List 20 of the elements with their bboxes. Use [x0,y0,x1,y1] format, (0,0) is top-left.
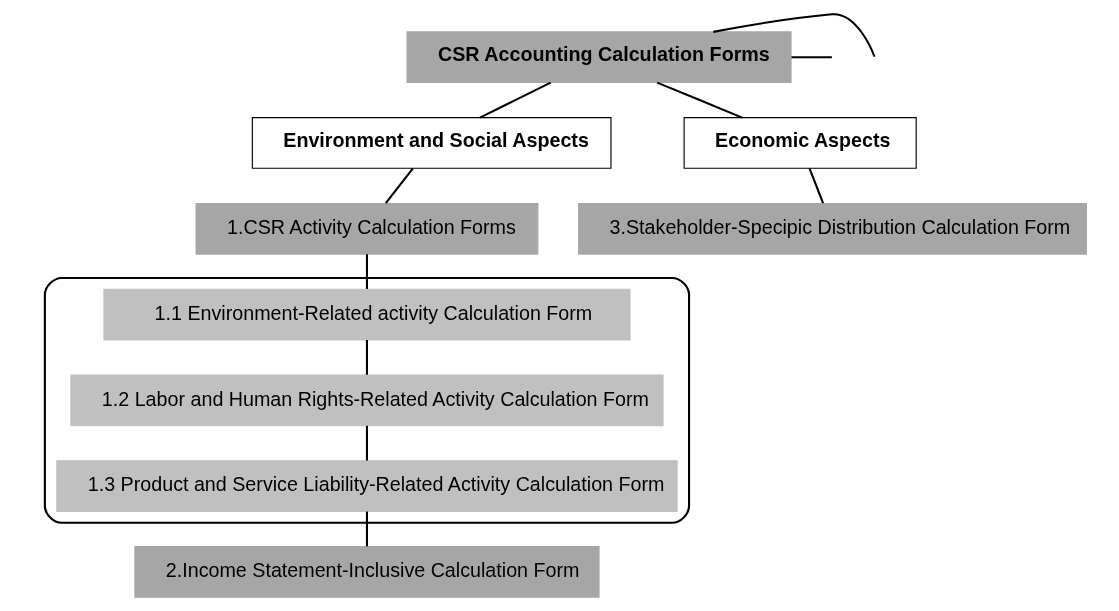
node-box: CSR Accounting Calculation Forms [406,31,792,84]
node-box: 1.CSR Activity Calculation Forms [195,202,538,255]
connector [384,167,414,204]
node-box: 1.2 Labor and Human Rights-Related Activity Calculation Form [69,374,664,427]
cluster [43,276,690,524]
connector [365,511,368,547]
node-box: 3.Stakeholder-Specipic Distribution Calculation Form [577,202,1087,255]
connector [479,81,551,119]
node-box: 2.Income Statement-Inclusive Calculation Form [133,546,600,598]
connector [656,81,742,119]
connector [790,56,832,59]
connector [365,340,368,375]
connector [712,13,875,58]
node-box: Environment and Social Aspects [251,117,612,169]
connector [365,425,368,461]
connector [808,168,824,204]
node-box: Economic Aspects [683,117,917,169]
connector [365,254,368,289]
node-box: 1.3 Product and Service Liability-Related Activity Calculation Form [55,460,678,513]
node-box: 1.1 Environment-Related activity Calculation Form [102,288,631,341]
